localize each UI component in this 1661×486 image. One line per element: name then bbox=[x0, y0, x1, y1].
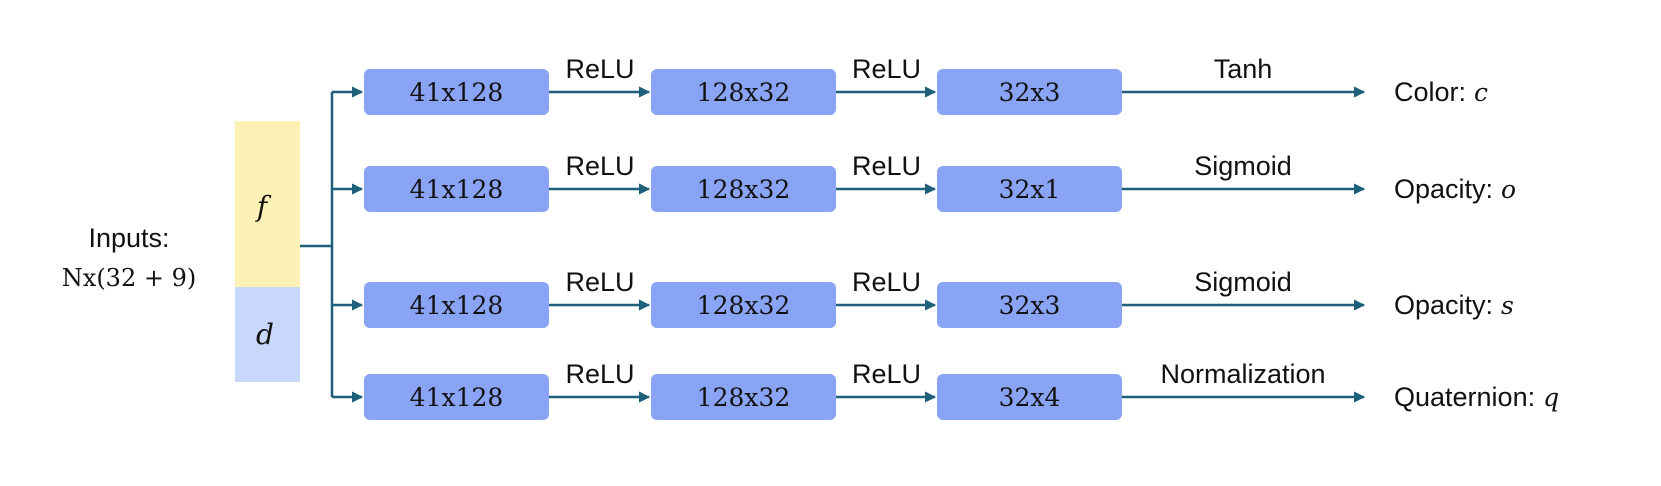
layer-dims-label: 128x32 bbox=[697, 78, 791, 107]
output-symbol: q bbox=[1543, 383, 1559, 412]
activation-label: ReLU bbox=[852, 151, 921, 181]
activation-label: ReLU bbox=[852, 267, 921, 297]
feature-d-block bbox=[235, 287, 300, 382]
layer-dims-label: 32x1 bbox=[999, 175, 1061, 204]
inputs-label: Inputs: bbox=[88, 223, 169, 253]
feature-f-block bbox=[235, 121, 300, 287]
output-activation-label: Tanh bbox=[1214, 54, 1273, 84]
layer-dims-label: 128x32 bbox=[697, 291, 791, 320]
output-name: Opacity: bbox=[1394, 174, 1493, 204]
output-name: Color: bbox=[1394, 77, 1466, 107]
layer-box bbox=[364, 69, 549, 115]
layer-dims-label: 41x128 bbox=[410, 175, 504, 204]
activation-label: ReLU bbox=[565, 267, 634, 297]
layer-dims-label: 128x32 bbox=[697, 383, 791, 412]
layer-box bbox=[937, 282, 1122, 328]
layer-dims-label: 41x128 bbox=[410, 78, 504, 107]
layer-box bbox=[364, 166, 549, 212]
output-label: Color: c bbox=[1394, 77, 1488, 107]
feature-d-symbol: d bbox=[256, 318, 274, 351]
layer-dims-label: 41x128 bbox=[410, 291, 504, 320]
activation-label: ReLU bbox=[852, 359, 921, 389]
layer-dims-label: 41x128 bbox=[410, 383, 504, 412]
output-activation-label: Sigmoid bbox=[1194, 151, 1292, 181]
output-label: Quaternion: q bbox=[1394, 382, 1559, 412]
layer-box bbox=[651, 69, 836, 115]
output-label: Opacity: s bbox=[1394, 290, 1514, 320]
activation-label: ReLU bbox=[565, 359, 634, 389]
layer-box bbox=[937, 166, 1122, 212]
output-activation-label: Sigmoid bbox=[1194, 267, 1292, 297]
layer-box bbox=[937, 69, 1122, 115]
layer-box bbox=[937, 374, 1122, 420]
layer-dims-label: 32x3 bbox=[999, 78, 1061, 107]
layer-box bbox=[651, 374, 836, 420]
output-name: Quaternion: bbox=[1394, 382, 1535, 412]
layer-box bbox=[651, 166, 836, 212]
output-symbol: s bbox=[1501, 291, 1514, 320]
layer-dims-label: 32x3 bbox=[999, 291, 1061, 320]
inputs-dims: Nx(32 + 9) bbox=[62, 264, 196, 292]
layer-dims-label: 128x32 bbox=[697, 175, 791, 204]
output-symbol: o bbox=[1501, 175, 1516, 204]
layer-box bbox=[364, 374, 549, 420]
activation-label: ReLU bbox=[565, 151, 634, 181]
branch-row: 41x128 128x32 32x4 ReLU ReLU NormalizationQua… bbox=[332, 359, 1559, 420]
activation-label: ReLU bbox=[852, 54, 921, 84]
layer-box bbox=[651, 282, 836, 328]
output-symbol: c bbox=[1474, 78, 1488, 107]
activation-label: ReLU bbox=[565, 54, 634, 84]
output-label: Opacity: o bbox=[1394, 174, 1516, 204]
layer-box bbox=[364, 282, 549, 328]
layer-dims-label: 32x4 bbox=[999, 383, 1061, 412]
output-name: Opacity: bbox=[1394, 290, 1493, 320]
output-activation-label: Normalization bbox=[1160, 359, 1325, 389]
